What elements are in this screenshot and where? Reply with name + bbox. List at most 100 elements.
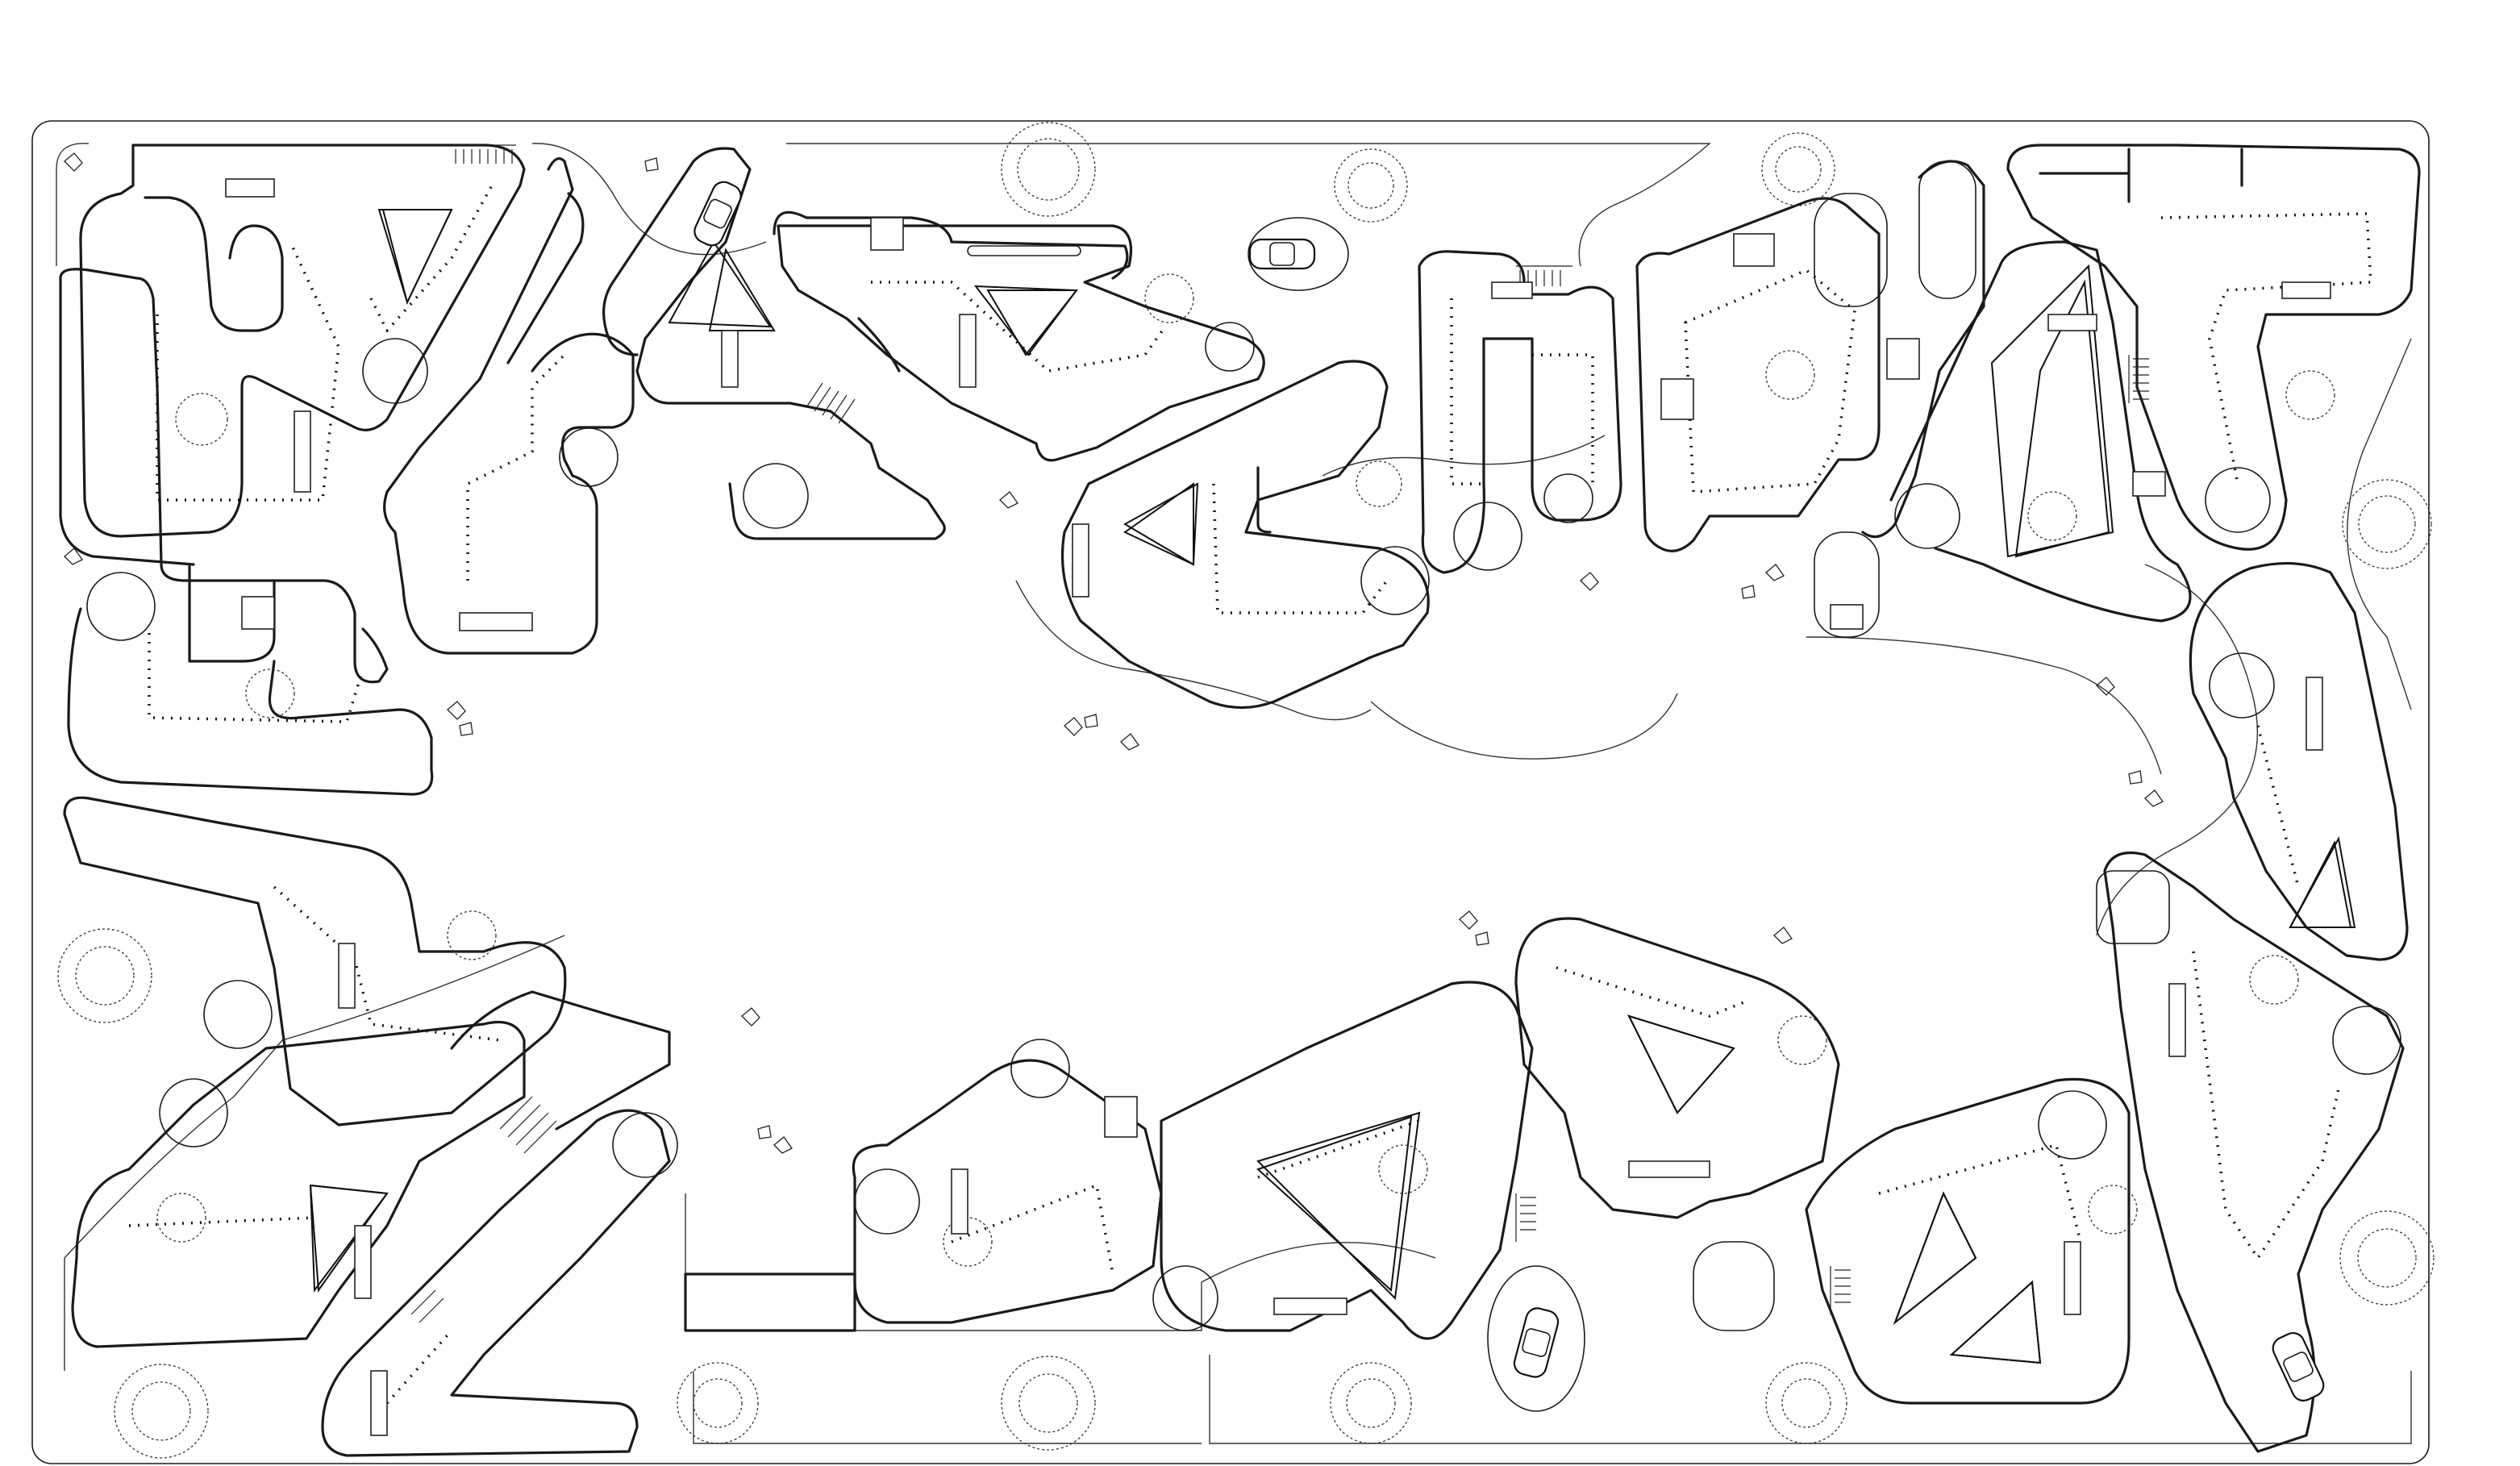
tree-symbol xyxy=(245,668,295,718)
shrub-symbol xyxy=(1580,564,1785,599)
furniture-symbol xyxy=(1491,281,1533,299)
stair-symbol xyxy=(2128,355,2149,403)
tree-symbol xyxy=(1334,148,1408,223)
landscape-path-right xyxy=(1370,338,2412,936)
tree-symbol xyxy=(1761,132,1835,206)
furniture-symbol xyxy=(959,314,977,388)
stair-symbol xyxy=(452,144,516,164)
dwelling-unit-14 xyxy=(1514,917,1840,1331)
shrub-symbol xyxy=(447,491,1018,736)
courtyard-voids xyxy=(309,209,2352,1364)
stair-symbol xyxy=(499,1096,557,1154)
tree-symbol xyxy=(1144,273,1194,323)
shrub-symbol xyxy=(64,152,659,565)
landscape-path-top xyxy=(56,143,1711,721)
furniture-symbol xyxy=(1273,1297,1347,1315)
tree-symbol xyxy=(1001,1356,1096,1451)
dwelling-unit-11 xyxy=(2189,561,2409,961)
tree-symbol xyxy=(2339,1210,2435,1306)
tree-symbol xyxy=(2342,479,2432,569)
tree-symbol xyxy=(114,1364,209,1459)
dwelling-unit-10 xyxy=(2006,144,2421,551)
tree-symbol xyxy=(677,1362,759,1444)
dwelling-unit-15 xyxy=(1152,981,1534,1340)
tree-symbol xyxy=(1777,1015,1827,1065)
tree-symbol xyxy=(1330,1362,1412,1444)
furniture-symbol xyxy=(370,1370,388,1436)
shrub-symbols xyxy=(64,152,2164,1154)
stair-symbol xyxy=(806,382,856,424)
tree-symbol xyxy=(175,393,228,446)
furniture-symbol xyxy=(2168,983,2186,1057)
furniture-symbol xyxy=(459,612,533,631)
tree-symbol xyxy=(57,928,152,1023)
tree-symbol xyxy=(447,910,497,960)
shrub-symbol xyxy=(741,1007,793,1154)
stair-symbol xyxy=(1830,1266,1851,1314)
tree-symbol xyxy=(1765,1362,1847,1444)
tree-symbol xyxy=(2027,491,2077,541)
stair-symbol xyxy=(402,1281,444,1323)
furniture-symbol xyxy=(870,217,904,251)
dwelling-unit-12 xyxy=(2096,851,2405,1453)
stair-symbol xyxy=(1516,265,1572,286)
car-symbols xyxy=(694,181,2325,1412)
furniture-symbol xyxy=(2305,677,2323,751)
car-symbol xyxy=(694,181,742,247)
dwelling-unit-7 xyxy=(1418,250,1622,574)
furniture-symbol xyxy=(1886,338,1920,380)
furniture-symbol xyxy=(354,1225,372,1299)
dwelling-unit-8 xyxy=(1635,193,1888,638)
car-symbol xyxy=(2272,1331,2325,1402)
tree-symbols xyxy=(57,122,2435,1459)
furniture-symbol xyxy=(721,330,739,388)
furniture-symbol xyxy=(2281,281,2331,299)
dwelling-unit-16 xyxy=(684,1039,1163,1332)
dwelling-unit-6 xyxy=(1060,360,1430,710)
dwelling-unit-19 xyxy=(63,796,671,1131)
dwelling-unit-4 xyxy=(602,147,1129,540)
furniture-symbol xyxy=(2132,471,2166,497)
dwelling-unit-17 xyxy=(71,1020,526,1348)
tree-symbol xyxy=(1378,1144,1428,1194)
furniture-symbol xyxy=(1660,378,1694,420)
stair-symbols xyxy=(402,144,2149,1323)
furniture-symbol xyxy=(241,596,275,630)
tree-symbol xyxy=(2285,370,2335,420)
furniture-symbol xyxy=(1830,604,1864,630)
furniture-symbol xyxy=(2064,1241,2081,1315)
tree-symbol xyxy=(156,1193,206,1243)
dwelling-unit-18 xyxy=(321,1109,678,1457)
tree-symbol xyxy=(1356,460,1402,507)
furniture-symbol xyxy=(1072,523,1089,598)
landscape-path-bottom xyxy=(64,935,2412,1444)
furniture-symbol xyxy=(967,245,1081,256)
tree-symbol xyxy=(943,1217,993,1267)
tree-symbol xyxy=(2088,1185,2138,1235)
shrub-symbol xyxy=(2096,677,2164,807)
furniture-symbol xyxy=(951,1168,968,1235)
furniture-symbol xyxy=(338,943,356,1009)
tree-symbol xyxy=(1765,350,1815,400)
shrub-symbol xyxy=(1459,910,1793,946)
car-symbol xyxy=(1248,238,1316,270)
furniture-symbol xyxy=(225,178,275,198)
tree-symbol xyxy=(2249,955,2299,1005)
furniture-symbol xyxy=(1733,233,1775,267)
dwelling-unit-3 xyxy=(383,157,635,655)
furniture-symbol xyxy=(2047,314,2097,331)
furniture-symbol xyxy=(294,410,311,493)
dwelling-unit-5 xyxy=(777,224,1265,462)
tree-symbol xyxy=(1001,122,1096,217)
furniture-symbols xyxy=(225,178,2331,1436)
car-symbol xyxy=(1513,1307,1560,1378)
dwelling-unit-9 xyxy=(1861,160,2192,623)
furniture-symbol xyxy=(1628,1160,1710,1178)
dwelling-unit-2 xyxy=(59,268,434,796)
shrub-symbol xyxy=(1064,714,1139,751)
furniture-symbol xyxy=(1104,1096,1138,1138)
site-boundary xyxy=(31,120,2430,1464)
dwelling-unit-1 xyxy=(79,144,526,538)
stair-symbol xyxy=(1515,1193,1536,1242)
